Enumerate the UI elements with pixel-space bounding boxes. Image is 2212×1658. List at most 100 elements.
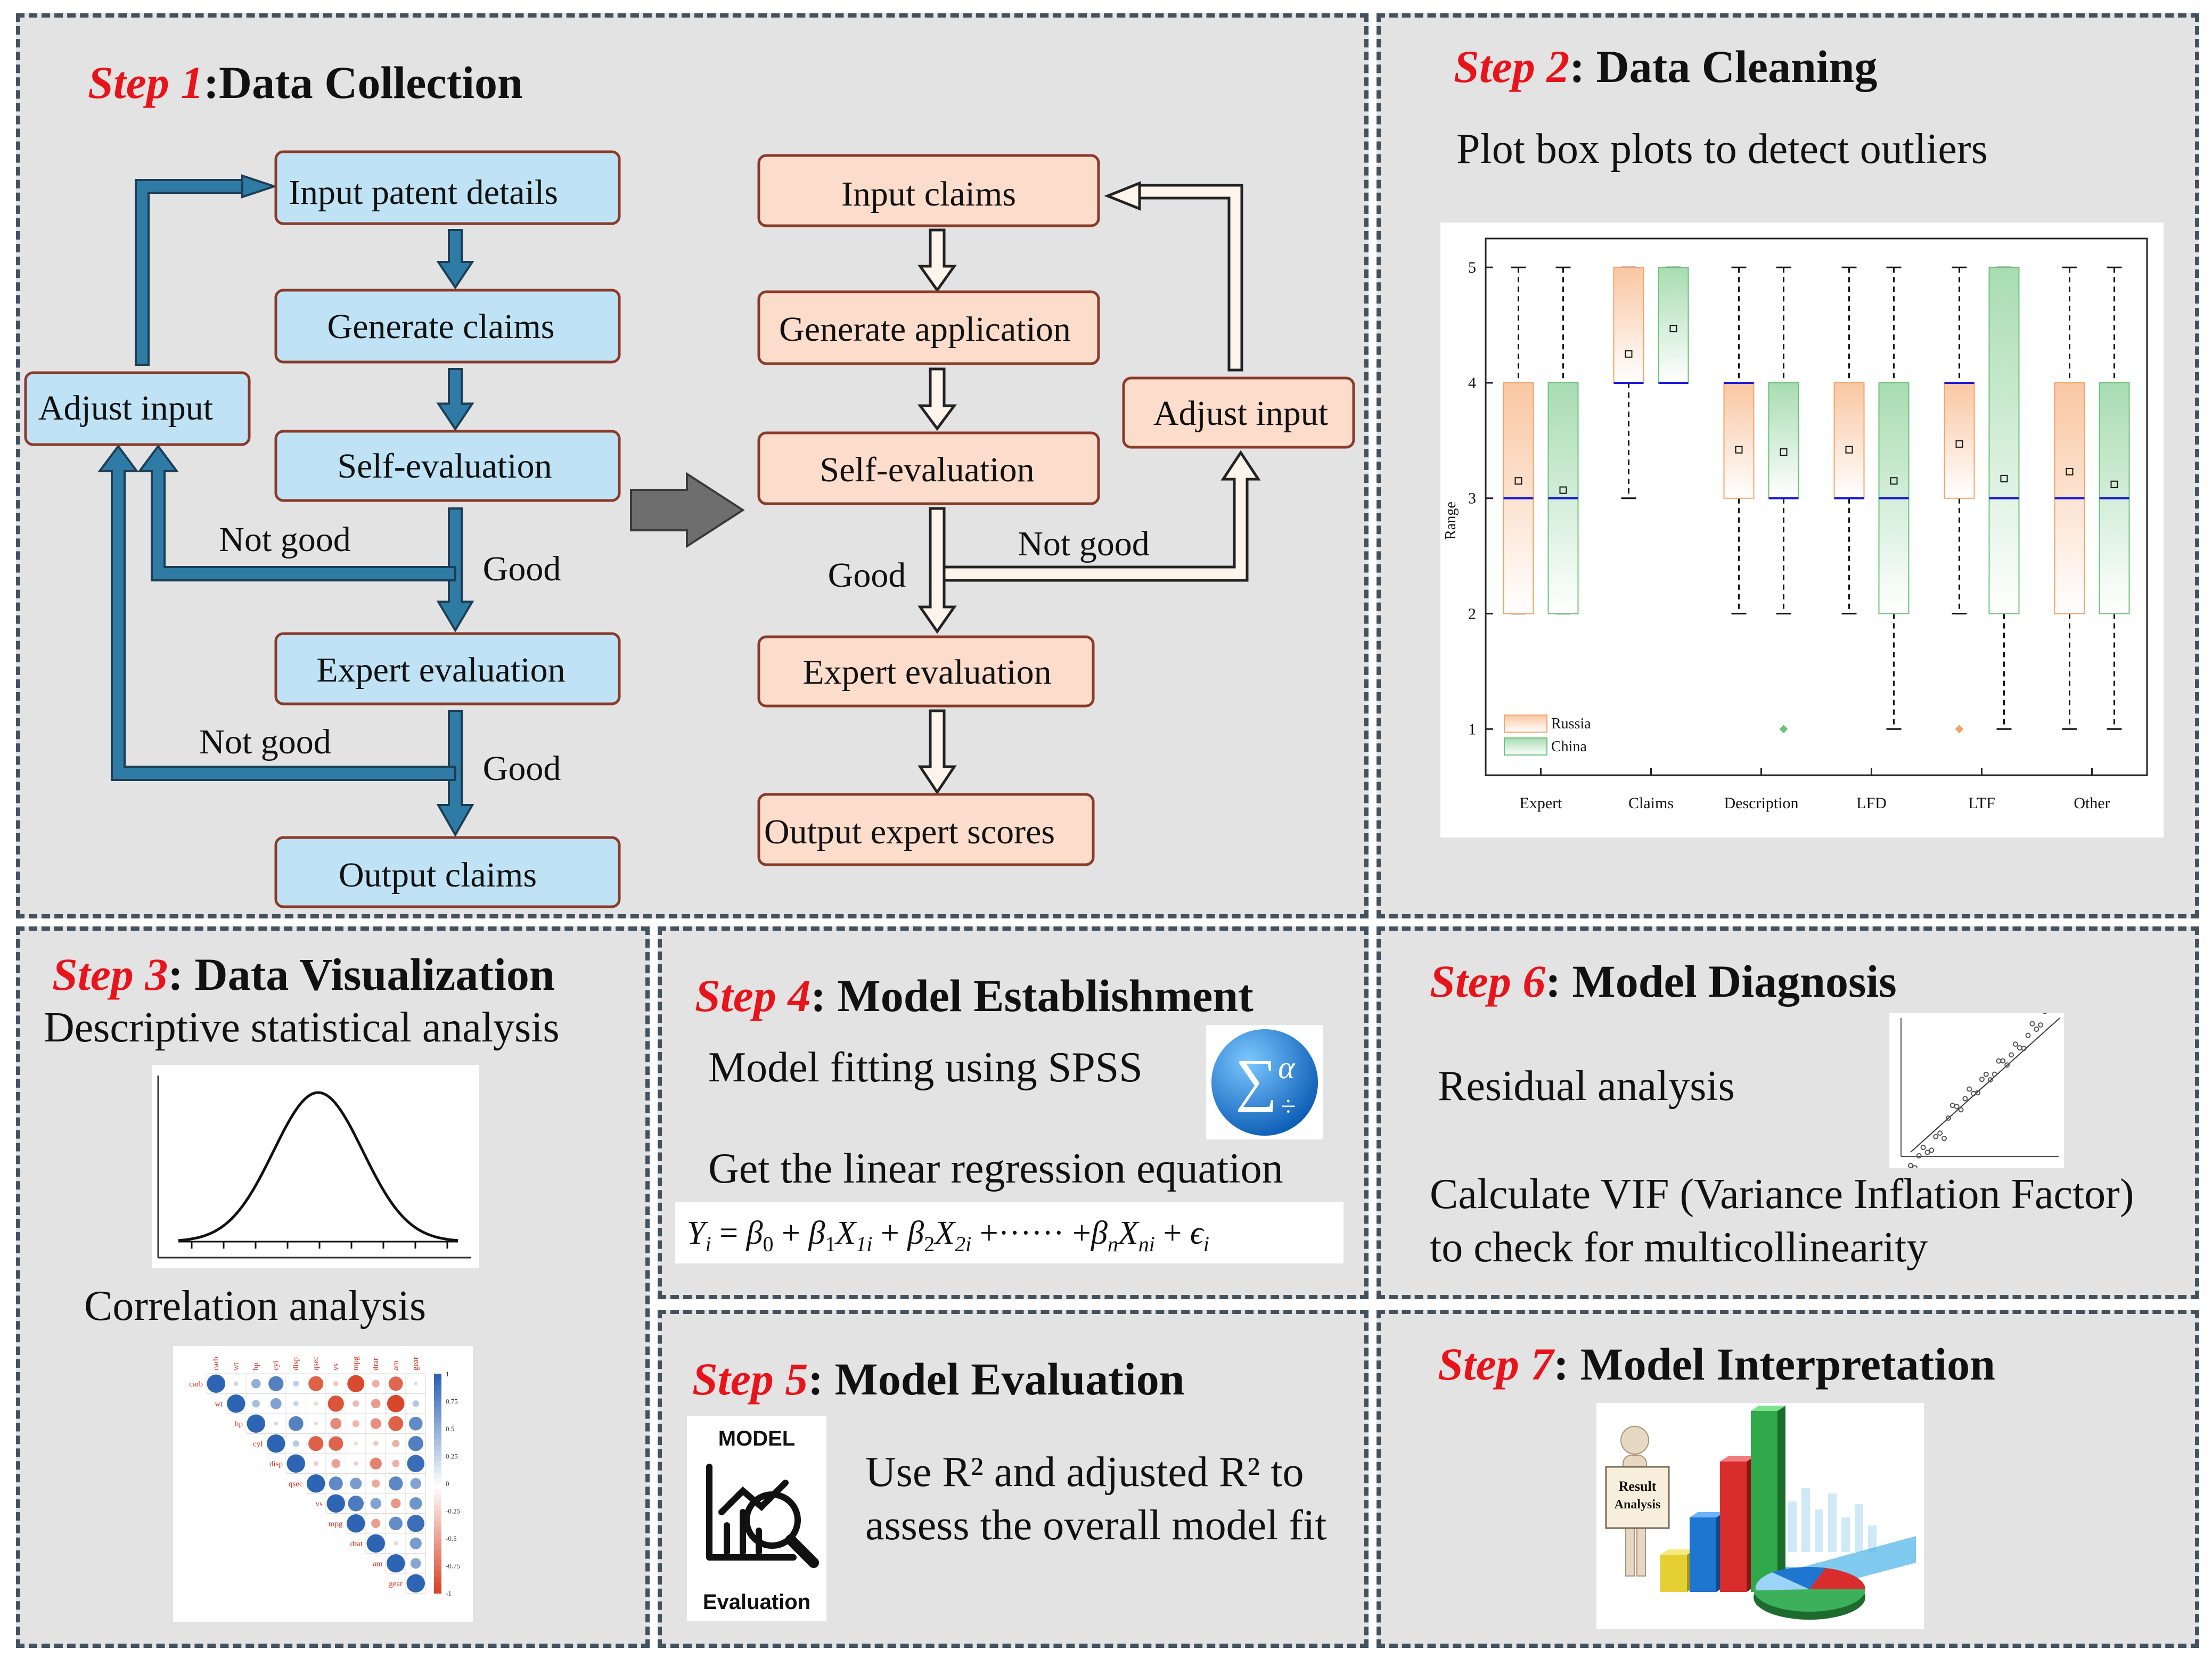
corr-circle xyxy=(370,1457,382,1470)
corr-circle xyxy=(308,1376,324,1391)
left-good-1: Good xyxy=(483,549,561,588)
y-tick-label: 2 xyxy=(1468,605,1476,623)
x-tick-label: Other xyxy=(2074,794,2110,812)
step3-label: Step 3 xyxy=(52,949,168,1000)
mean-marker xyxy=(1625,350,1633,358)
corr-circle xyxy=(370,1418,381,1429)
left-box-3-text: Self-evaluation xyxy=(337,447,552,486)
corr-circle xyxy=(330,1418,342,1430)
step4-heading: Step 4: Model Establishment xyxy=(695,969,1254,1022)
corr-circle xyxy=(388,1416,404,1431)
corr-circle xyxy=(293,1401,299,1407)
model-evaluation-icon: MODEL Evaluation xyxy=(687,1416,826,1621)
corr-row-label: drat xyxy=(350,1540,363,1548)
left-notgood-1: Not good xyxy=(219,520,351,559)
right-arrow-1 xyxy=(917,228,957,293)
corr-scale-label: -0.5 xyxy=(446,1534,457,1542)
mean-marker xyxy=(2000,474,2008,482)
corr-circle xyxy=(392,1459,400,1467)
corr-circle xyxy=(394,1541,398,1546)
left-feedback-1 xyxy=(137,444,456,581)
svg-text:α: α xyxy=(1278,1050,1296,1085)
mean-marker xyxy=(1845,446,1853,454)
corr-circle xyxy=(329,1476,343,1491)
right-box-2-text: Generate application xyxy=(779,310,1071,349)
step1-label: Step 1 xyxy=(88,57,204,108)
corr-row-label: mpg xyxy=(329,1520,343,1528)
box-russia xyxy=(1723,382,1755,499)
step1-heading: Step 1:Data Collection xyxy=(88,56,523,109)
right-box-4-text: Expert evaluation xyxy=(802,653,1051,692)
corr-circle xyxy=(267,1434,285,1453)
left-flow-boxes xyxy=(24,150,621,908)
right-adjust-text: Adjust input xyxy=(1153,394,1328,433)
corr-row-label: hp xyxy=(235,1420,243,1429)
corr-circle xyxy=(392,1440,400,1448)
y-axis-label: Range xyxy=(1443,502,1459,540)
corr-scale-label: -0.75 xyxy=(446,1562,460,1570)
step3-desc: Descriptive statistical analysis xyxy=(44,1004,560,1051)
corr-scale-label: -1 xyxy=(446,1589,452,1597)
step3-title: : Data Visualization xyxy=(168,949,555,1000)
corr-circle xyxy=(233,1381,239,1386)
corr-row-label: gear xyxy=(389,1580,403,1588)
y-tick-label: 1 xyxy=(1468,720,1476,738)
left-loop-arrow xyxy=(135,174,278,366)
corr-circle xyxy=(372,1479,380,1488)
x-tick-label: LTF xyxy=(1968,794,1995,812)
step2-label: Step 2 xyxy=(1454,41,1570,92)
step3-heading: Step 3: Data Visualization xyxy=(52,948,555,1001)
corr-circle xyxy=(391,1498,401,1508)
x-tick-label: LFD xyxy=(1856,794,1887,812)
mean-marker xyxy=(1890,477,1898,485)
normal-curve-image xyxy=(152,1065,479,1268)
corr-scale-label: 0.25 xyxy=(446,1452,458,1460)
right-good: Good xyxy=(828,556,906,595)
outlier-point xyxy=(1955,725,1964,734)
corr-circle xyxy=(414,1382,418,1386)
corr-col-label: drat xyxy=(372,1358,380,1370)
corr-circle xyxy=(388,1476,403,1491)
corr-col-label: disp xyxy=(292,1357,300,1370)
corr-circle xyxy=(373,1441,379,1447)
right-loop-arrow xyxy=(1104,181,1243,372)
icon-evaluation-text: Evaluation xyxy=(703,1590,810,1614)
step1-title: :Data Collection xyxy=(203,57,523,108)
corr-circle xyxy=(327,1396,344,1412)
left-flow-arrows xyxy=(97,174,474,838)
corr-circle xyxy=(314,1401,318,1406)
corr-circle xyxy=(407,1455,424,1472)
result-analysis-illustration: Result Analysis xyxy=(1605,1406,1916,1620)
corr-circle xyxy=(407,1515,424,1532)
corr-circle xyxy=(286,1454,305,1473)
corr-col-label: cyl xyxy=(272,1361,280,1370)
step5-title: : Model Evaluation xyxy=(808,1353,1185,1405)
corr-circle xyxy=(389,1516,403,1531)
normal-curve xyxy=(157,1076,471,1259)
corr-circle xyxy=(366,1534,385,1553)
legend-china: China xyxy=(1551,738,1587,755)
corr-circle xyxy=(274,1421,278,1426)
step5-text-1: Use R² and adjusted R² to xyxy=(865,1449,1304,1496)
corr-circle xyxy=(329,1436,343,1451)
corr-circle xyxy=(408,1436,423,1451)
corr-circle xyxy=(247,1414,265,1433)
corr-circle xyxy=(409,1537,422,1549)
corr-circle xyxy=(370,1498,382,1509)
box-china xyxy=(1768,382,1799,499)
right-flow-arrows xyxy=(917,181,1261,795)
corr-circle xyxy=(348,1496,364,1512)
x-tick-label: Description xyxy=(1724,794,1799,812)
mean-marker xyxy=(1780,448,1788,456)
corr-circle xyxy=(331,1459,341,1468)
spss-icon: ∑ α ÷ xyxy=(1206,1025,1323,1139)
left-good-2: Good xyxy=(483,749,561,788)
transition-arrow xyxy=(630,472,745,548)
mean-marker xyxy=(1955,440,1963,448)
left-box-1-text: Input patent details xyxy=(289,173,558,212)
corr-row-label: cyl xyxy=(253,1440,263,1448)
qq-plot xyxy=(1900,1007,2060,1171)
